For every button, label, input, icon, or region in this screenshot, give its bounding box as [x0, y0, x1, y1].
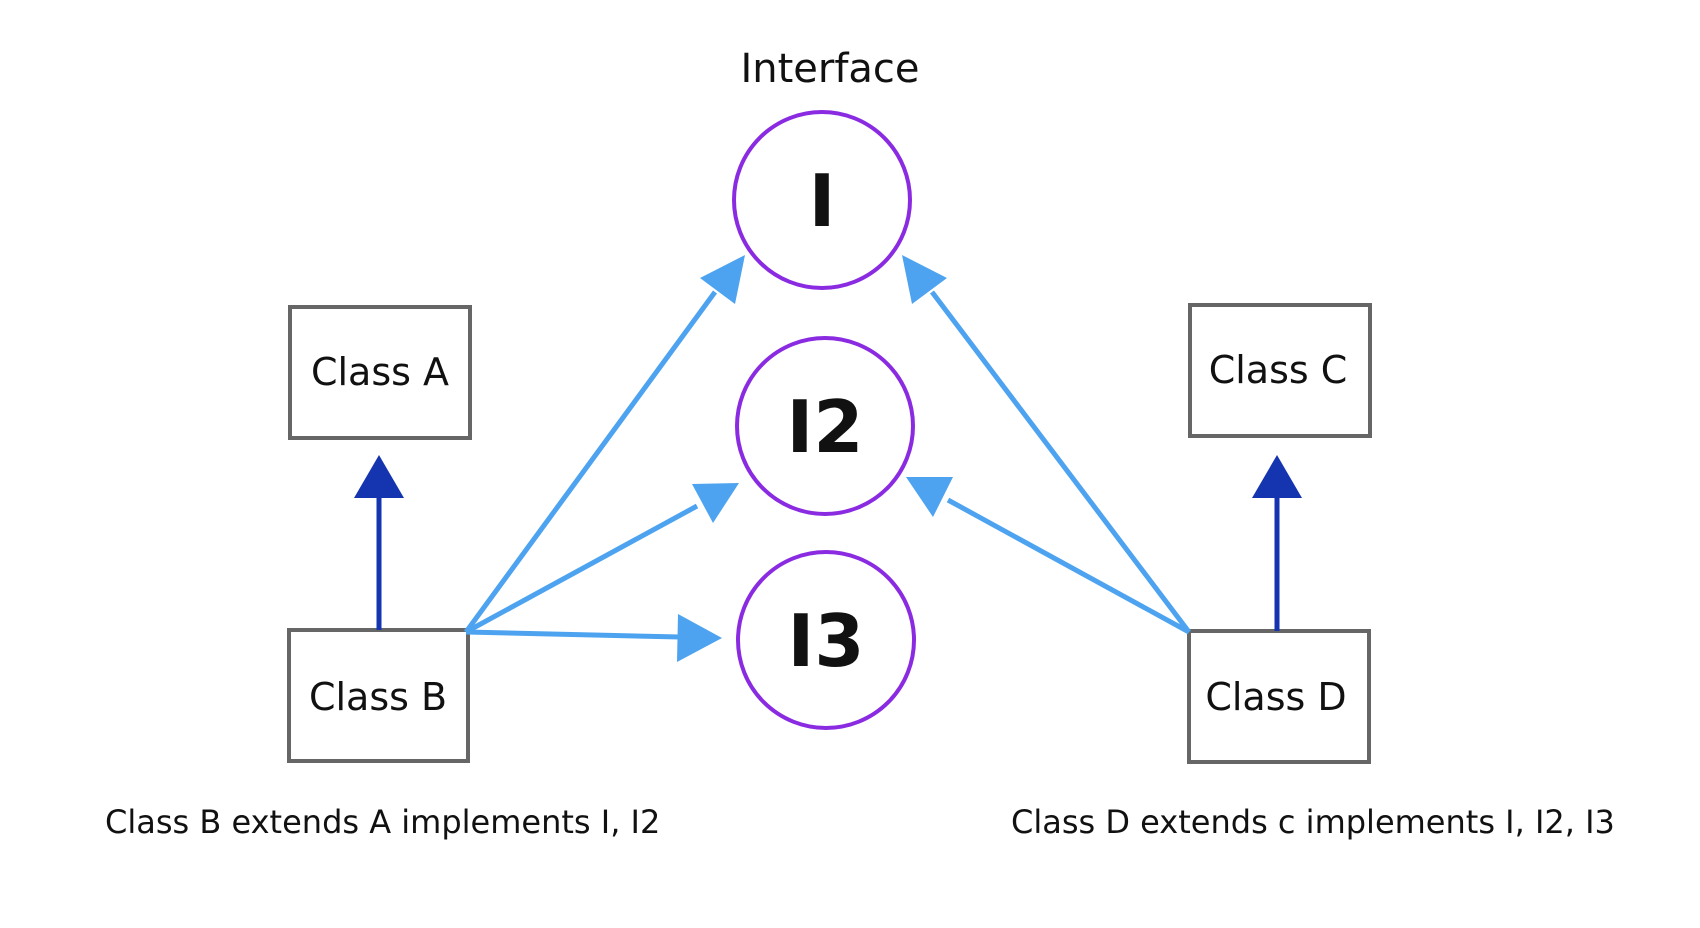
arrow-B-implements-I3 [465, 614, 722, 662]
class-D-box [1187, 629, 1371, 764]
interface-I-label: I [809, 159, 836, 243]
class-C: Class C [1188, 303, 1372, 438]
class-A-box [288, 305, 472, 440]
arrow-B-extends-A [354, 455, 404, 630]
class-B-box [287, 628, 470, 763]
interface-I2-circle [735, 336, 915, 516]
class-B: Class B [287, 628, 470, 763]
class-B-label: Class B [309, 675, 447, 719]
class-C-label: Class C [1209, 348, 1348, 392]
interface-I3-label: I3 [788, 599, 865, 683]
caption-class-B: Class B extends A implements I, I2 [105, 803, 660, 841]
arrow-B-implements-I [463, 255, 745, 634]
arrow-D-implements-I [902, 255, 1191, 634]
class-D: Class D [1187, 629, 1371, 764]
interface-I2-label: I2 [787, 385, 864, 469]
arrow-D-extends-C [1252, 455, 1302, 631]
interface-I-circle [732, 110, 912, 290]
arrow-B-implements-I2 [464, 483, 739, 635]
caption-class-D: Class D extends c implements I, I2, I3 [1011, 803, 1615, 841]
class-A-label: Class A [311, 350, 449, 394]
interface-I3-circle [736, 550, 916, 730]
class-D-label: Class D [1205, 675, 1346, 719]
interface-I2: I2 [735, 336, 915, 516]
class-C-box [1188, 303, 1372, 438]
diagram-title: Interface [740, 46, 919, 92]
class-A: Class A [288, 305, 472, 440]
arrow-D-implements-I2 [906, 477, 1191, 635]
interface-I: I [732, 110, 912, 290]
interface-I3: I3 [736, 550, 916, 730]
